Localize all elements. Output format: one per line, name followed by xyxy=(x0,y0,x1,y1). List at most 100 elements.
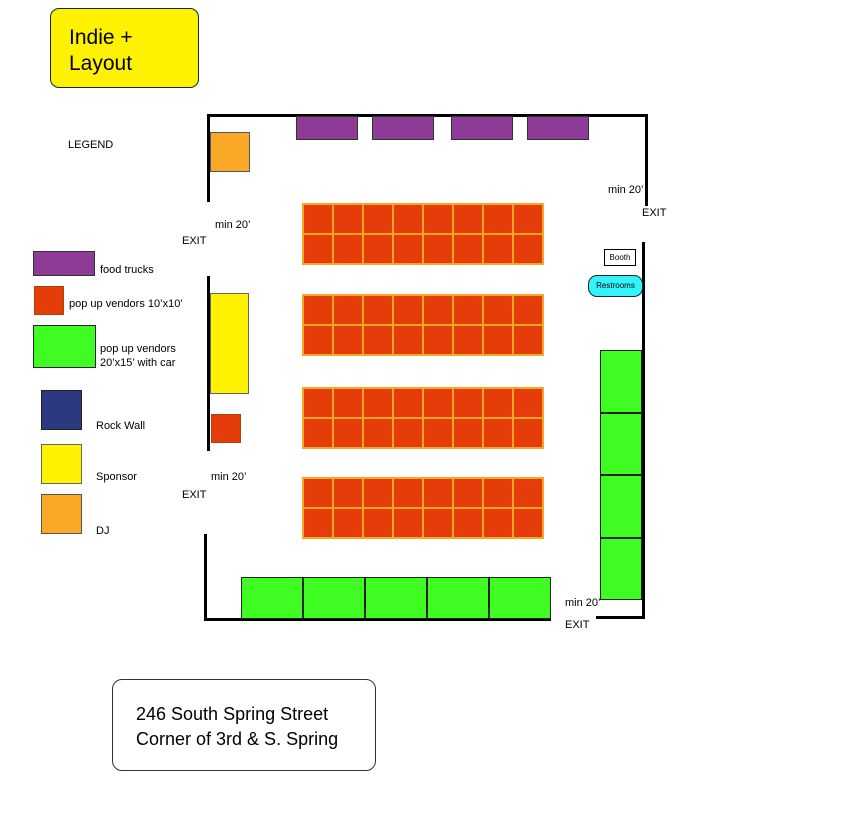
popup-vendor-small xyxy=(303,325,333,355)
clearance-label-upper-left: min 20’ xyxy=(215,219,251,231)
large-vendors-right-column xyxy=(600,350,642,600)
popup-vendor-small xyxy=(363,388,393,418)
popup-vendor-small xyxy=(513,204,543,234)
popup-vendor-small xyxy=(363,418,393,448)
popup-vendor-small xyxy=(423,418,453,448)
legend-swatch-popup-small xyxy=(34,286,64,315)
popup-vendor-small xyxy=(423,325,453,355)
popup-vendor-large xyxy=(303,577,365,619)
popup-vendor-small xyxy=(513,478,543,508)
popup-vendor-small xyxy=(513,325,543,355)
food-truck xyxy=(296,116,358,140)
popup-vendor-small xyxy=(423,508,453,538)
food-truck xyxy=(527,116,589,140)
popup-vendor-large xyxy=(365,577,427,619)
popup-vendor-small xyxy=(333,204,363,234)
legend-label-popup-large: pop up vendors 20’x15’ with car xyxy=(100,342,176,370)
popup-vendor-large xyxy=(600,475,642,538)
popup-vendor-large xyxy=(600,412,642,475)
vendor-block-3 xyxy=(302,387,544,449)
popup-vendor-small xyxy=(513,234,543,264)
popup-vendor-large xyxy=(600,537,642,600)
popup-vendor-small xyxy=(483,508,513,538)
legend-label-dj: DJ xyxy=(96,525,110,537)
popup-vendor-small xyxy=(393,388,423,418)
exit-label-upper-right: EXIT xyxy=(642,207,667,219)
sponsor-area xyxy=(210,293,249,394)
exit-label-lower-left: EXIT xyxy=(182,489,207,501)
popup-vendor-small xyxy=(393,418,423,448)
popup-vendor-small xyxy=(483,388,513,418)
popup-vendor-small xyxy=(363,204,393,234)
popup-vendor-small xyxy=(453,478,483,508)
popup-vendor-small xyxy=(483,325,513,355)
wall-bottom xyxy=(204,618,551,621)
popup-vendor-small xyxy=(513,388,543,418)
vendor-block-4 xyxy=(302,477,544,539)
popup-vendor-small xyxy=(453,204,483,234)
restrooms: Restrooms xyxy=(588,275,643,297)
address-line-2: Corner of 3rd & S. Spring xyxy=(136,729,339,749)
popup-vendor-small xyxy=(423,204,453,234)
legend-label-popup-small: pop up vendors 10’x10’ xyxy=(69,298,183,310)
wall-top xyxy=(207,114,648,117)
popup-vendor-small xyxy=(513,508,543,538)
popup-vendor-small xyxy=(423,234,453,264)
popup-vendor-small xyxy=(363,478,393,508)
food-truck xyxy=(451,116,513,140)
address-line-1: 246 South Spring Street xyxy=(136,704,329,724)
vendor-block-1 xyxy=(302,203,544,265)
popup-vendor-small xyxy=(393,478,423,508)
popup-vendor-small xyxy=(483,418,513,448)
large-vendors-bottom-row xyxy=(241,577,551,619)
legend-label-popup-large-line1: pop up vendors xyxy=(100,343,176,355)
popup-vendor-small xyxy=(333,508,363,538)
popup-vendor-small xyxy=(393,234,423,264)
legend-heading: LEGEND xyxy=(68,139,114,151)
popup-vendor-small xyxy=(303,295,333,325)
popup-vendor-small xyxy=(483,234,513,264)
legend-swatch-sponsor xyxy=(41,444,82,484)
popup-vendor-small xyxy=(483,478,513,508)
legend-label-popup-large-line2: 20’x15’ with car xyxy=(100,357,176,369)
popup-vendor-small xyxy=(453,295,483,325)
address-box: 246 South Spring Street Corner of 3rd & … xyxy=(112,679,376,771)
popup-vendor-small xyxy=(363,234,393,264)
popup-vendor-small xyxy=(393,295,423,325)
popup-vendor-small xyxy=(333,388,363,418)
popup-vendor-small xyxy=(303,388,333,418)
popup-vendor-small xyxy=(333,418,363,448)
wall-left-lower xyxy=(204,534,207,620)
clearance-label-lower-right: min 20’ xyxy=(565,597,601,609)
popup-vendor-small xyxy=(303,234,333,264)
exit-label-lower-right: EXIT xyxy=(565,619,590,631)
popup-vendor-small xyxy=(423,388,453,418)
popup-vendor-small xyxy=(483,204,513,234)
legend-label-sponsor: Sponsor xyxy=(96,471,137,483)
layout-title: Indie + Layout xyxy=(50,8,199,88)
popup-vendor-small xyxy=(453,325,483,355)
popup-vendor-small xyxy=(393,325,423,355)
popup-vendor-small xyxy=(423,478,453,508)
food-truck xyxy=(372,116,434,140)
wall-left-upper xyxy=(207,114,210,202)
legend-swatch-popup-large xyxy=(33,325,96,368)
popup-vendor-small xyxy=(483,295,513,325)
popup-vendor-small xyxy=(423,295,453,325)
popup-vendor-small xyxy=(393,204,423,234)
vendor-block-2 xyxy=(302,294,544,356)
popup-vendor-small xyxy=(363,508,393,538)
popup-vendor-small xyxy=(513,418,543,448)
popup-vendor-small xyxy=(303,508,333,538)
popup-vendor-small xyxy=(453,508,483,538)
clearance-label-upper-right: min 20’ xyxy=(608,184,644,196)
popup-vendor-small xyxy=(303,204,333,234)
popup-vendor-small xyxy=(333,325,363,355)
popup-vendor-small-single xyxy=(211,414,241,443)
legend-swatch-dj xyxy=(41,494,82,534)
popup-vendor-small xyxy=(453,388,483,418)
dj-area xyxy=(210,132,250,172)
popup-vendor-large xyxy=(489,577,551,619)
title-line-2: Layout xyxy=(69,52,133,75)
popup-vendor-small xyxy=(303,418,333,448)
